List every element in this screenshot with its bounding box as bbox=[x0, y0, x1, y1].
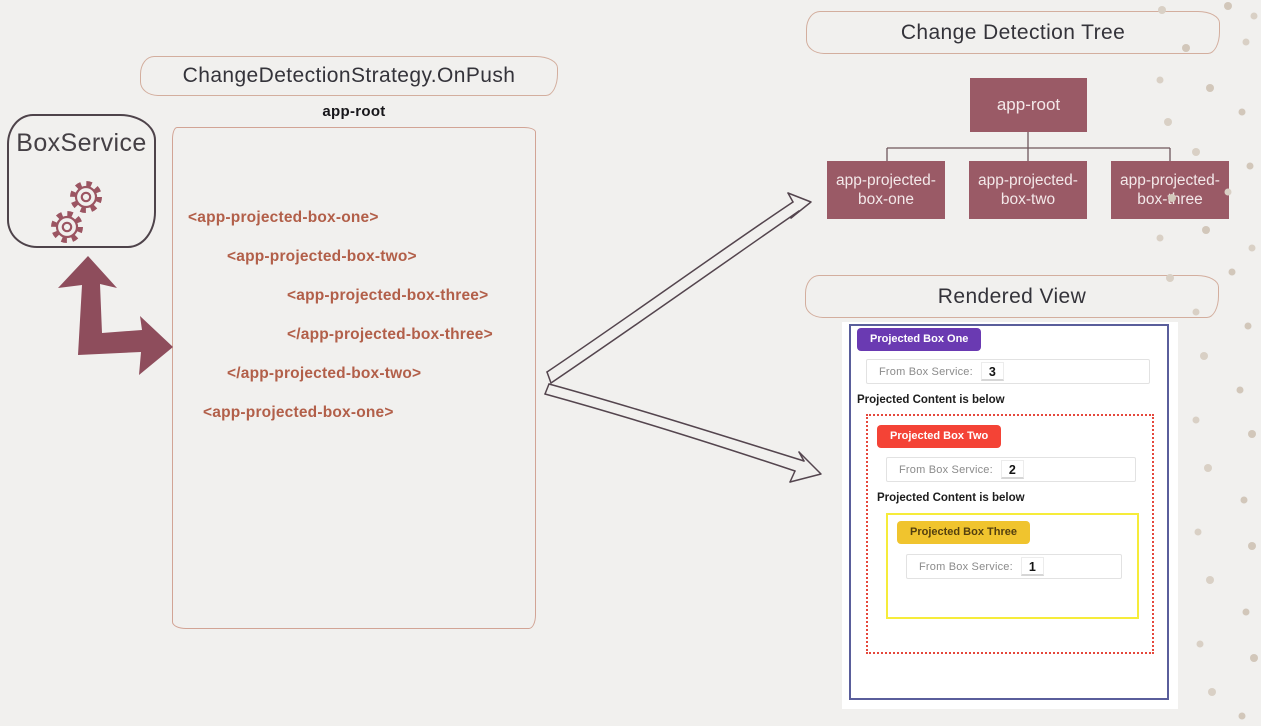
rendered-view-panel: Projected Box One From Box Service: 3 Pr… bbox=[842, 322, 1178, 709]
tree-node-box-two: app-projected-box-two bbox=[969, 161, 1087, 219]
field-label: From Box Service: bbox=[919, 560, 1013, 573]
app-root-label: app-root bbox=[322, 103, 386, 120]
box-service-field-one[interactable]: From Box Service: 3 bbox=[866, 359, 1150, 384]
code-line: <app-projected-box-three> bbox=[287, 287, 489, 304]
service-to-template-arrow bbox=[58, 256, 173, 375]
code-line: </app-projected-box-three> bbox=[287, 326, 493, 343]
projected-box-one-badge: Projected Box One bbox=[857, 328, 982, 351]
template-code: <app-projected-box-one> <app-projected-b… bbox=[172, 198, 536, 432]
strategy-title: ChangeDetectionStrategy.OnPush bbox=[182, 64, 516, 87]
projected-box-three-badge: Projected Box Three bbox=[897, 521, 1030, 544]
projected-box-two-badge: Projected Box Two bbox=[877, 425, 1002, 448]
box-service-label: BoxService bbox=[16, 129, 147, 157]
rendered-view-title-box: Rendered View bbox=[805, 275, 1219, 318]
tree-connectors bbox=[886, 132, 1171, 161]
app-root-template-box bbox=[172, 127, 536, 629]
field-value[interactable]: 2 bbox=[1000, 460, 1024, 479]
template-to-rendered-arrow bbox=[544, 383, 822, 483]
field-value[interactable]: 3 bbox=[980, 362, 1004, 381]
code-line: <app-projected-box-one> bbox=[188, 209, 379, 226]
code-line: <app-projected-box-one> bbox=[203, 404, 394, 421]
template-to-tree-arrow bbox=[546, 192, 812, 384]
box-service-field-three[interactable]: From Box Service: 1 bbox=[906, 554, 1122, 579]
projected-box-three-container: Projected Box Three From Box Service: 1 bbox=[886, 513, 1139, 619]
projected-box-two-container: Projected Box Two From Box Service: 2 Pr… bbox=[866, 414, 1154, 654]
rendered-view-frame bbox=[849, 324, 1169, 700]
field-label: From Box Service: bbox=[899, 463, 993, 476]
strategy-title-box: ChangeDetectionStrategy.OnPush bbox=[140, 56, 558, 96]
code-line: <app-projected-box-two> bbox=[227, 248, 417, 265]
projected-content-note: Projected Content is below bbox=[857, 394, 1005, 406]
box-service-field-two[interactable]: From Box Service: 2 bbox=[886, 457, 1136, 482]
tree-node-app-root: app-root bbox=[970, 78, 1087, 132]
field-label: From Box Service: bbox=[879, 365, 973, 378]
tree-title-box: Change Detection Tree bbox=[806, 11, 1220, 54]
projected-content-note: Projected Content is below bbox=[877, 492, 1025, 504]
code-line: </app-projected-box-two> bbox=[227, 365, 422, 382]
gears-icon bbox=[51, 181, 102, 243]
field-value[interactable]: 1 bbox=[1020, 557, 1044, 576]
rendered-view-title: Rendered View bbox=[937, 284, 1087, 308]
tree-node-box-one: app-projected-box-one bbox=[827, 161, 945, 219]
tree-title: Change Detection Tree bbox=[900, 20, 1126, 44]
tree-node-box-three: app-projected-box-three bbox=[1111, 161, 1229, 219]
box-service-card: BoxService bbox=[7, 114, 156, 248]
